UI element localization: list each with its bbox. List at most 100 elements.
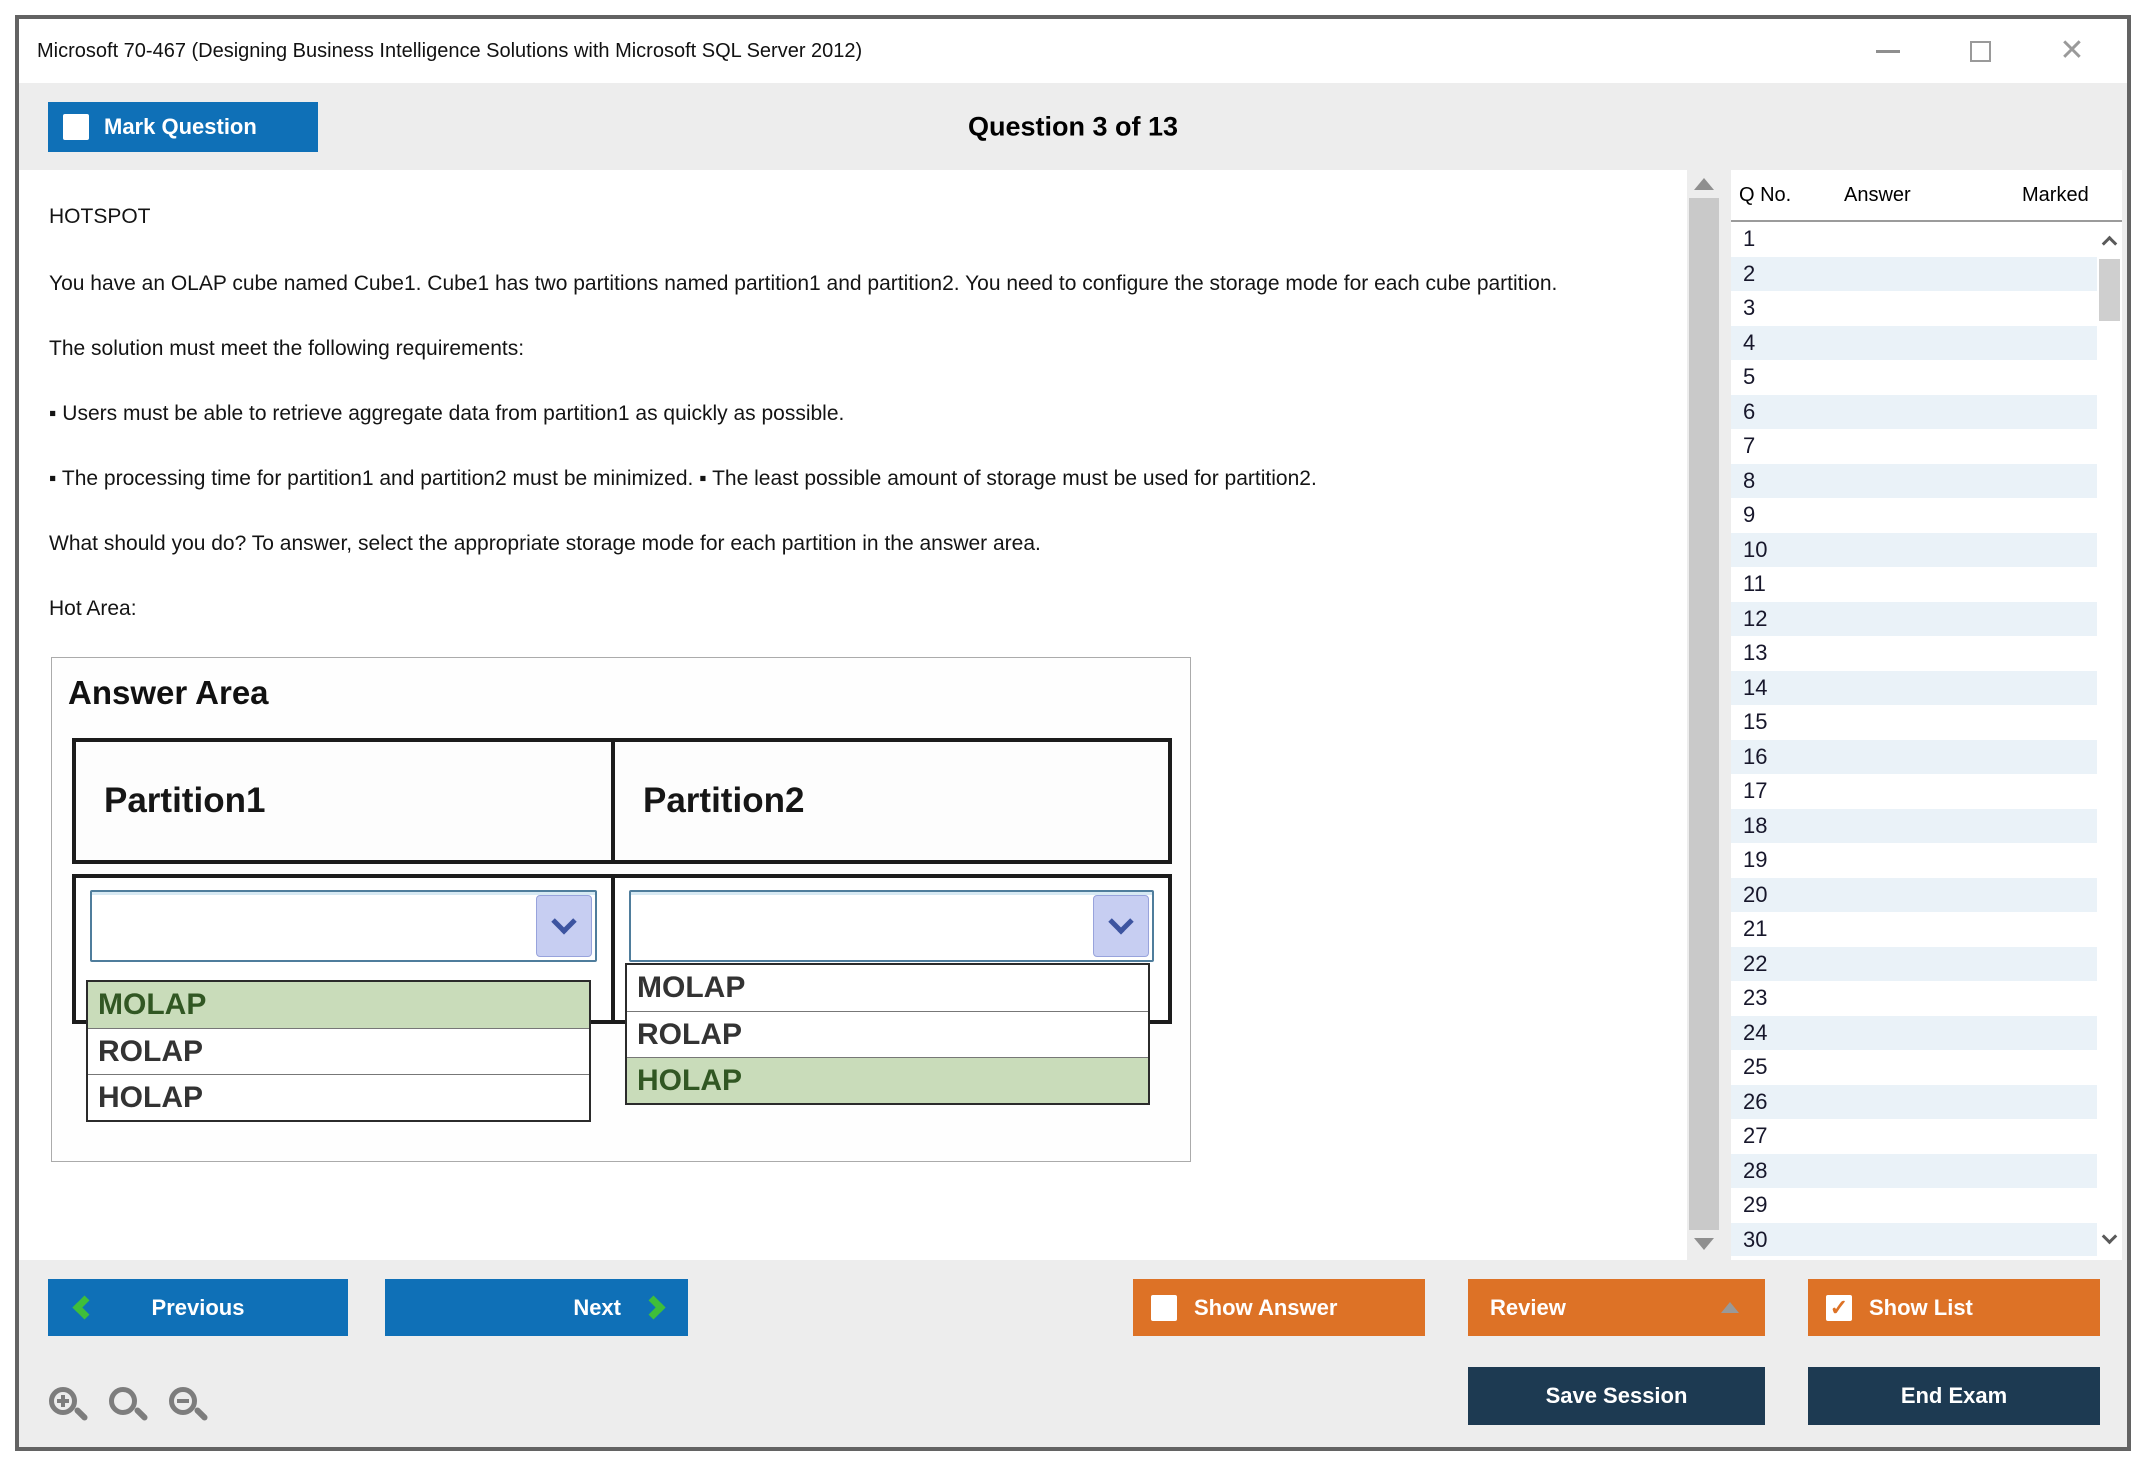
question-list-row[interactable]: 28 [1731, 1153, 2097, 1188]
chevron-down-icon [551, 909, 577, 935]
scroll-down-icon[interactable] [1694, 1238, 1714, 1250]
question-list-row[interactable]: 16 [1731, 739, 2097, 774]
question-list-row[interactable]: 29 [1743, 1192, 1768, 1217]
zoom-in-icon[interactable] [49, 1387, 91, 1429]
question-list-row[interactable]: 30 [1731, 1222, 2097, 1256]
save-session-button[interactable]: Save Session [1468, 1367, 1765, 1425]
hot-area-label: Hot Area: [49, 597, 137, 620]
question-list-header: Q No. Answer Marked [1731, 170, 2122, 222]
question-list-row[interactable]: 7 [1743, 433, 1756, 458]
question-type-label: HOTSPOT [49, 205, 151, 228]
show-list-label: Show List [1869, 1294, 1973, 1320]
column-header-qno: Q No. [1739, 184, 1792, 206]
question-list-row[interactable]: 13 [1743, 640, 1768, 665]
chevron-left-icon [72, 1295, 97, 1320]
show-answer-label: Show Answer [1194, 1294, 1338, 1320]
question-list-row[interactable]: 9 [1743, 502, 1756, 527]
question-list-row[interactable]: 27 [1743, 1123, 1768, 1148]
answer-area: Answer Area Partition1 Partition2 MOLA [51, 657, 1191, 1162]
answer-area-title: Answer Area [68, 674, 269, 711]
option-holap[interactable]: HOLAP [627, 1057, 1148, 1103]
dropdown-arrow-button[interactable] [536, 895, 592, 957]
review-label: Review [1490, 1294, 1566, 1320]
question-list-row[interactable]: 12 [1731, 601, 2097, 636]
column-header-answer: Answer [1844, 184, 1911, 206]
option-holap[interactable]: HOLAP [88, 1074, 589, 1120]
question-list-row[interactable]: 19 [1743, 847, 1768, 872]
option-molap[interactable]: MOLAP [627, 965, 1148, 1011]
question-list-row[interactable]: 2 [1731, 256, 2097, 291]
partition1-header: Partition1 [72, 738, 613, 864]
save-session-label: Save Session [1545, 1383, 1688, 1408]
question-list-row[interactable]: 24 [1731, 1015, 2097, 1050]
end-exam-label: End Exam [1900, 1383, 2008, 1408]
scroll-up-icon[interactable] [2101, 235, 2118, 252]
question-list-row[interactable]: 14 [1731, 670, 2097, 705]
question-list-row[interactable]: 23 [1743, 985, 1768, 1010]
partition2-header: Partition2 [613, 738, 1172, 864]
partition2-dropdown[interactable] [629, 890, 1154, 962]
triangle-up-icon [1721, 1302, 1739, 1313]
minimize-icon[interactable] [1873, 36, 1903, 66]
previous-label: Previous [151, 1294, 245, 1320]
main-scrollbar[interactable] [1689, 170, 1719, 1260]
question-list-row[interactable]: 5 [1743, 364, 1756, 389]
question-list-row[interactable]: 1 [1743, 226, 1756, 251]
question-list-row[interactable]: 25 [1743, 1054, 1768, 1079]
question-paragraph: The solution must meet the following req… [49, 337, 525, 360]
chevron-right-icon [641, 1295, 666, 1320]
next-label: Next [573, 1294, 621, 1320]
question-list-row[interactable]: 10 [1731, 532, 2097, 567]
list-scrollbar[interactable] [2097, 222, 2122, 1256]
question-list-row[interactable]: 8 [1731, 463, 2097, 498]
title-bar: Microsoft 70-467 (Designing Business Int… [19, 19, 2127, 83]
end-exam-button[interactable]: End Exam [1808, 1367, 2100, 1425]
show-answer-checkbox[interactable] [1151, 1294, 1177, 1321]
question-list-row[interactable]: 6 [1731, 394, 2097, 429]
question-list-row[interactable]: 22 [1731, 946, 2097, 981]
content-area: HOTSPOT You have an OLAP cube named Cube… [19, 170, 2127, 1260]
question-paragraph: What should you do? To answer, select th… [49, 532, 1041, 555]
bottom-toolbar: Previous Next Show Answer Review ✓ Show … [19, 1260, 2127, 1447]
question-list-row[interactable]: 26 [1731, 1084, 2097, 1119]
dropdown-arrow-button[interactable] [1093, 895, 1149, 957]
show-answer-button[interactable]: Show Answer [1133, 1279, 1425, 1336]
mark-question-button[interactable]: Mark Question [48, 102, 318, 152]
close-icon[interactable]: ✕ [2059, 34, 2085, 67]
scrollbar-thumb[interactable] [1689, 198, 1719, 1230]
scroll-down-icon[interactable] [2101, 1228, 2118, 1245]
question-list-row[interactable]: 11 [1743, 571, 1766, 596]
column-header-marked: Marked [2022, 184, 2089, 206]
question-counter: Question 3 of 13 [967, 111, 1179, 141]
question-list-row[interactable]: 20 [1731, 877, 2097, 912]
previous-button[interactable]: Previous [48, 1279, 348, 1336]
scrollbar-thumb[interactable] [2099, 259, 2120, 321]
window-title: Microsoft 70-467 (Designing Business Int… [37, 39, 863, 62]
mark-question-checkbox[interactable] [63, 114, 89, 140]
question-list-row[interactable]: 4 [1731, 325, 2097, 360]
question-list-row[interactable]: 15 [1743, 709, 1768, 734]
option-rolap[interactable]: ROLAP [88, 1028, 589, 1074]
zoom-out-icon[interactable] [169, 1387, 211, 1429]
scroll-up-icon[interactable] [1694, 178, 1714, 190]
question-list-row[interactable]: 17 [1743, 778, 1768, 803]
option-rolap[interactable]: ROLAP [627, 1011, 1148, 1057]
question-panel: HOTSPOT You have an OLAP cube named Cube… [19, 170, 1687, 1260]
partition1-dropdown[interactable] [90, 890, 597, 962]
maximize-icon[interactable] [1965, 36, 1995, 66]
option-molap[interactable]: MOLAP [88, 982, 589, 1028]
show-list-checkbox[interactable]: ✓ [1826, 1294, 1852, 1321]
magnifier-icon[interactable] [109, 1387, 151, 1429]
zoom-controls [49, 1387, 211, 1429]
window-controls: ✕ [1873, 19, 2087, 83]
question-bullet: ▪ Users must be able to retrieve aggrega… [49, 402, 845, 425]
question-list-row[interactable]: 3 [1743, 295, 1756, 320]
question-list-row[interactable]: 18 [1731, 808, 2097, 843]
next-button[interactable]: Next [385, 1279, 688, 1336]
show-list-button[interactable]: ✓ Show List [1808, 1279, 2100, 1336]
question-list-row[interactable]: 21 [1743, 916, 1768, 941]
review-button[interactable]: Review [1468, 1279, 1765, 1336]
